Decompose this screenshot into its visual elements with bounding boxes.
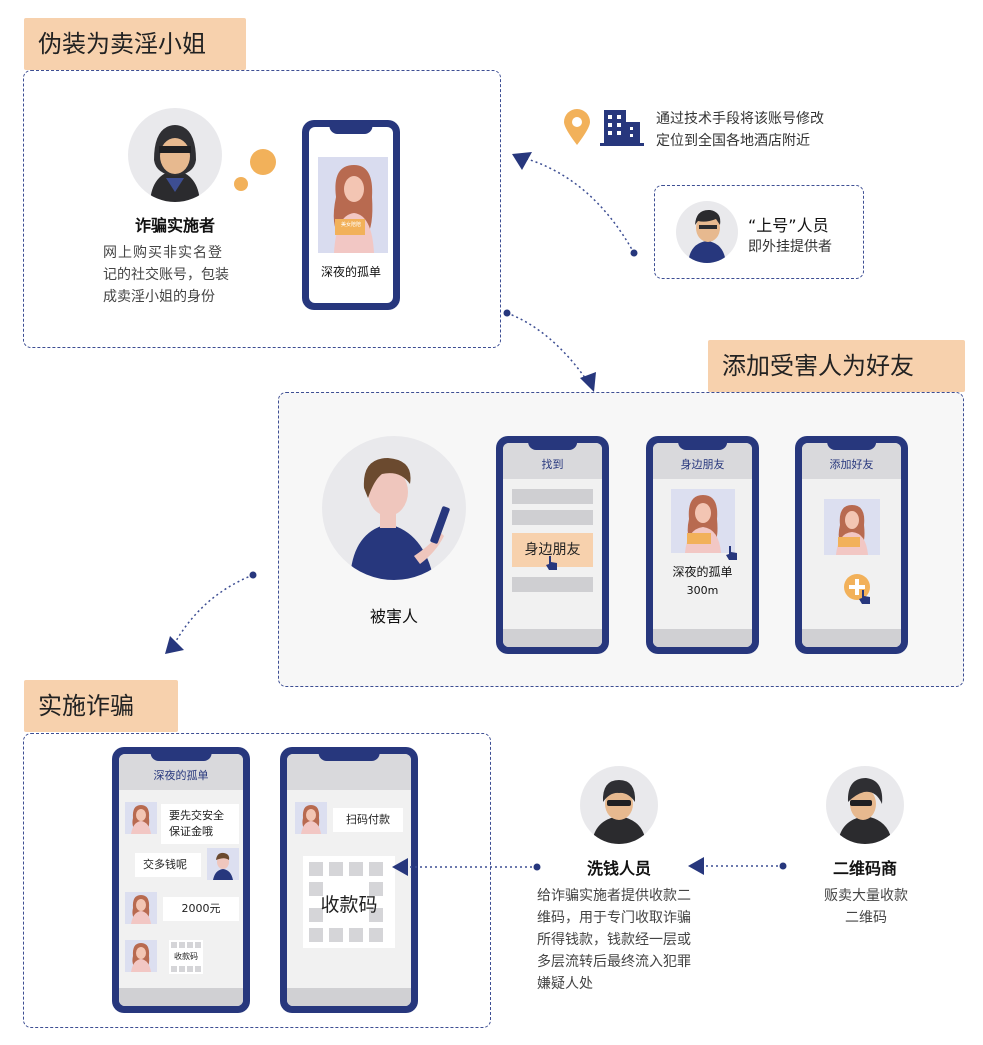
decor-dot-small	[234, 177, 248, 191]
connector-start-dot	[503, 309, 511, 317]
qr-dealer-desc-1: 贩卖大量收款	[824, 888, 908, 904]
scan-pay-label: 扫码付款	[333, 808, 403, 832]
payment-qr-code[interactable]: 收款码	[303, 856, 395, 948]
launderer-desc-1: 给诈骗实施者提供收款二	[537, 888, 691, 904]
add-friend-button[interactable]	[844, 574, 870, 600]
arrow-head	[688, 857, 704, 875]
tap-hand-icon	[545, 555, 559, 571]
qr-dealer-desc-2: 二维码	[845, 910, 887, 926]
decor-dot-large	[250, 149, 276, 175]
phone-chat: 深夜的孤单 要先交安全 保证金哦 交多钱呢 2000元	[112, 747, 250, 1013]
connector-start-dot	[249, 571, 257, 579]
tap-hand-icon	[858, 589, 872, 605]
launderer-name: 洗钱人员	[586, 859, 651, 878]
scammer-desc-3: 成卖淫小姐的身份	[103, 289, 215, 305]
launderer-desc-4: 多层流转后最终流入犯罪	[537, 954, 691, 970]
scammer-desc-2: 记的社交账号，包装	[103, 267, 229, 283]
arrow-head	[392, 858, 408, 876]
hotel-building-icon	[600, 108, 644, 146]
victim-avatar	[322, 436, 466, 580]
qr-dealer-avatar	[826, 766, 904, 844]
arrow-head	[165, 636, 184, 654]
scammer-desc-1: 网上购买非实名登	[103, 245, 223, 261]
chat-avatar-girl	[125, 892, 157, 924]
victim-name: 被害人	[369, 607, 418, 626]
section-disguise-box	[23, 70, 501, 348]
qr-dealer-name: 二维码商	[832, 859, 897, 878]
chat-msg-1: 要先交安全 保证金哦	[161, 804, 239, 844]
chat-msg-2: 交多钱呢	[135, 853, 201, 877]
arrow-head	[580, 372, 596, 392]
arrow-head	[512, 152, 532, 170]
profile-caption: 深夜的孤单	[320, 265, 381, 279]
phone-pay: 扫码付款 收款码	[280, 747, 418, 1013]
profile-phone: 美女陪陪 深夜的孤单	[302, 120, 400, 310]
section-title-add-friend: 添加受害人为好友	[708, 340, 965, 392]
launderer-desc-2: 维码，用于专门收取诈骗	[537, 910, 691, 926]
launderer-desc-5: 嫌疑人处	[537, 976, 593, 992]
plugin-person-line2: 即外挂提供者	[748, 239, 832, 255]
section-title-disguise: 伪装为卖淫小姐	[24, 18, 246, 70]
phone-nearby: 身边朋友 深夜的孤单 300m	[646, 436, 759, 654]
phone-add-friend: 添加好友	[795, 436, 908, 654]
connector-start-dot	[630, 249, 638, 257]
chat-msg-4-qr: 收款码	[169, 940, 203, 974]
section-title-fraud: 实施诈骗	[24, 680, 178, 732]
chat-avatar-girl	[125, 802, 157, 834]
profile-badge: 美女陪陪	[340, 222, 361, 228]
add-profile-photo	[824, 499, 880, 555]
connector-start-dot	[533, 863, 541, 871]
nearby-friends-label: 身边朋友	[524, 542, 581, 558]
location-note-1: 通过技术手段将该账号修改	[656, 111, 824, 127]
plus-icon	[849, 579, 865, 595]
chat-avatar-victim	[207, 848, 239, 880]
scammer-name: 诈骗实施者	[134, 216, 215, 235]
plugin-person-line1: “上号”人员	[748, 216, 829, 235]
plugin-person-avatar	[676, 201, 738, 263]
nearby-name: 深夜的孤单	[672, 565, 733, 579]
nearby-friends-button[interactable]: 身边朋友	[512, 533, 593, 567]
tap-hand-icon	[725, 545, 739, 561]
location-note-2: 定位到全国各地酒店附近	[656, 133, 810, 149]
scammer-avatar	[128, 108, 222, 202]
profile-photo: 美女陪陪	[318, 157, 388, 253]
qr-label: 收款码	[320, 894, 378, 916]
launderer-avatar	[580, 766, 658, 844]
phone-find: 找到 身边朋友	[496, 436, 609, 654]
connector-start-dot	[779, 862, 787, 870]
launderer-desc-3: 所得钱款，钱款经一层或	[537, 932, 691, 948]
pay-avatar-girl	[295, 802, 327, 834]
location-pin-icon	[562, 108, 592, 146]
chat-msg-3: 2000元	[163, 897, 239, 921]
nearby-profile-photo	[671, 489, 735, 553]
nearby-distance: 300m	[686, 584, 719, 597]
chat-msg-4-label: 收款码	[174, 952, 198, 961]
chat-avatar-girl	[125, 940, 157, 972]
